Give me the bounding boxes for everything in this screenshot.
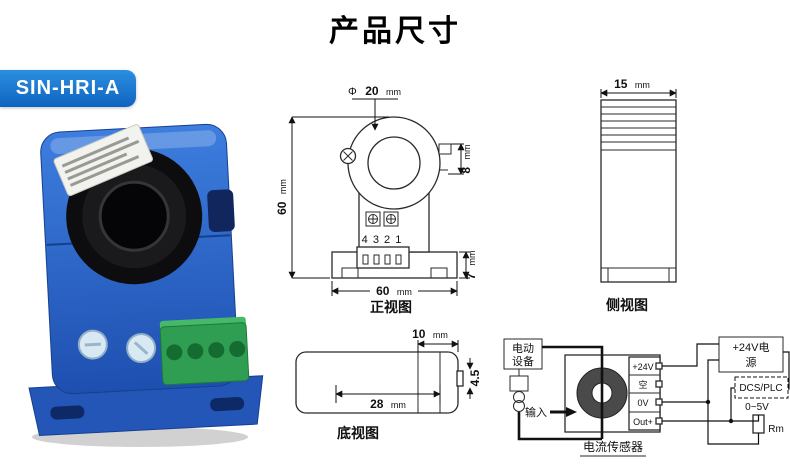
side-view-outline	[600, 99, 677, 283]
front-latch-dim-label: 8 mm	[457, 144, 474, 173]
front-latch-dimension: 8 mm	[448, 143, 474, 175]
bottom-length-dim-label: 28 mm	[370, 395, 406, 412]
power-label-line1: +24V电	[733, 341, 770, 354]
clamp-latch-detail	[438, 143, 452, 171]
controller-label: DCS/PLC	[739, 383, 782, 394]
wiring-caption-group: 电流传感器	[580, 439, 646, 457]
device-label-line1: 电动	[512, 342, 534, 355]
front-hole-dim-label: Φ 20 mm	[348, 82, 401, 99]
front-height-dimension: 60 mm	[273, 116, 389, 279]
load-resistor: Rm	[752, 414, 784, 435]
front-hole-dimension: Φ 20 mm	[348, 82, 401, 131]
sensor-body-illustration	[28, 123, 264, 437]
core-ring	[66, 148, 203, 285]
page-title: 产品尺寸	[329, 15, 461, 48]
front-height-dim-label: 60 mm	[273, 179, 290, 215]
bottom-step-dimension: 4.5	[466, 358, 482, 399]
clamp-screw-icon	[339, 147, 357, 165]
bottom-length-dimension: 28 mm	[335, 385, 441, 412]
terminal-block	[159, 316, 250, 386]
product-label	[53, 124, 153, 197]
model-badge: SIN-HRI-A	[0, 70, 136, 107]
front-width-dimension: 60 mm	[331, 281, 458, 299]
input-indicator: 输入	[525, 405, 577, 419]
front-view-outline	[331, 116, 458, 279]
front-width-dim-label: 60 mm	[376, 282, 412, 299]
terminal-screw-icons	[365, 211, 399, 227]
current-sensor: +24V 空 0V Out+	[564, 354, 663, 439]
input-arrow-icon	[566, 407, 577, 417]
terminal-out-label: Out+	[633, 417, 653, 427]
clamp-latch	[207, 189, 235, 233]
bottom-view: 10 mm 4.5 28 mm 底视	[295, 325, 482, 441]
front-screws	[77, 329, 157, 364]
device-label-line2: 设备	[512, 354, 534, 368]
controller-box: DCS/PLC	[734, 376, 789, 399]
terminal-24v-label: +24V	[632, 362, 653, 372]
output-range-label: 0~5V	[745, 402, 769, 413]
side-view-caption: 侧视图	[606, 297, 648, 313]
bottom-tab-dim-label: 10 mm	[412, 325, 448, 342]
terminal-0v-label: 0V	[637, 398, 648, 408]
wiring-diagram: 电动 设备	[503, 336, 790, 457]
power-supply-box: +24V电 源	[718, 336, 784, 373]
product-photo	[28, 123, 264, 447]
input-label: 输入	[525, 405, 547, 419]
terminal-numbers: 4 3 2 1	[362, 234, 403, 246]
front-base-dim-label: 7 mm	[462, 250, 479, 279]
front-view: 4 3 2 1 Φ 20 mm	[273, 82, 479, 315]
bottom-connector	[356, 246, 410, 269]
side-view: 15 mm 侧视图	[600, 75, 677, 313]
power-label-line2: 源	[746, 355, 757, 369]
secondary-wires	[662, 343, 790, 445]
electric-device: 电动 设备	[503, 338, 543, 412]
terminal-nc-label: 空	[638, 379, 647, 390]
bottom-tab-dimension: 10 mm	[412, 325, 459, 352]
wiring-caption: 电流传感器	[583, 439, 643, 454]
load-resistor-label: Rm	[768, 424, 784, 435]
bottom-view-caption: 底视图	[337, 425, 379, 441]
side-width-dimension: 15 mm	[600, 75, 677, 98]
model-badge-label: SIN-HRI-A	[15, 77, 121, 99]
front-base-dimension: 7 mm	[459, 250, 479, 280]
bottom-step-dim-label: 4.5	[468, 369, 482, 386]
sensor-terminal-strip: +24V 空 0V Out+	[628, 356, 663, 431]
side-width-dim-label: 15 mm	[614, 75, 650, 92]
front-view-caption: 正视图	[370, 299, 412, 315]
